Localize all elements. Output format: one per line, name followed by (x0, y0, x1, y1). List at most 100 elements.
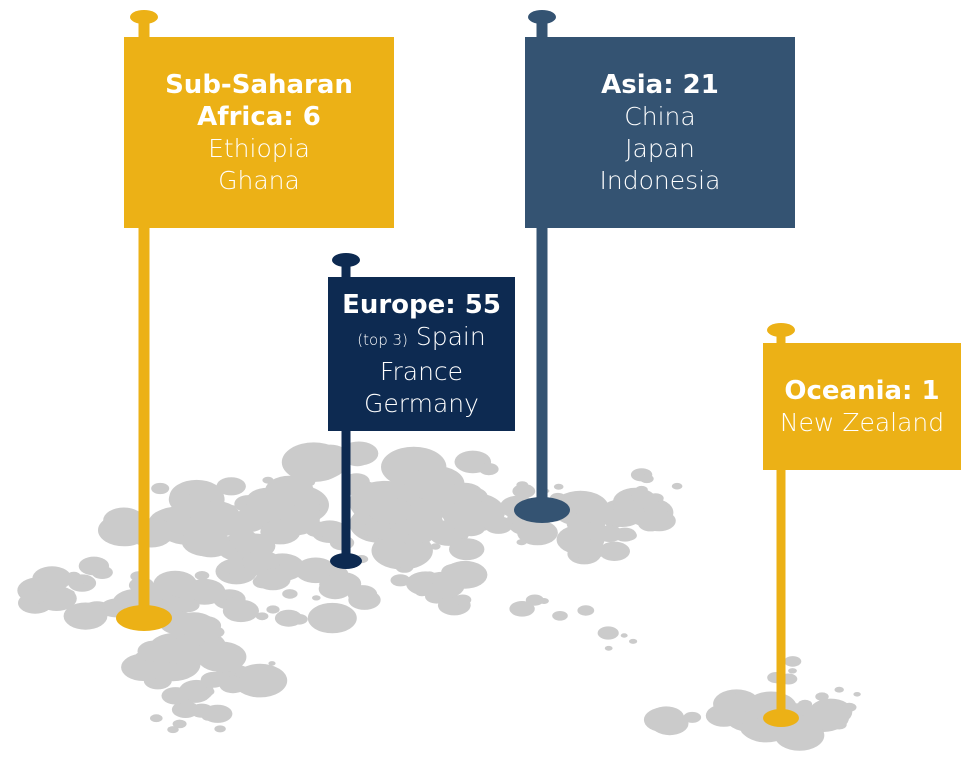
map-dot (282, 589, 298, 599)
asia-country-2: Japan (625, 133, 695, 163)
map-dot (323, 572, 362, 596)
map-dot (774, 720, 825, 751)
map-dot (194, 571, 210, 580)
pole-stick-africa (138, 17, 150, 618)
map-dot (307, 452, 345, 476)
map-dot (266, 605, 280, 614)
asia-country-3: Indonesia (599, 165, 721, 195)
pole-base-asia (514, 497, 570, 523)
map-dot (216, 477, 246, 496)
map-dot (629, 638, 638, 644)
map-dot (454, 594, 472, 606)
map-dot (597, 626, 619, 640)
map-dot (572, 539, 606, 560)
map-dot (312, 595, 321, 601)
map-dot (314, 504, 325, 511)
map-dot (623, 533, 631, 538)
pole-cap-asia (528, 10, 556, 24)
map-dot (137, 640, 172, 662)
europe-country-2: France (379, 356, 464, 386)
map-dot (517, 520, 558, 546)
europe-top3-prefix: (top 3) (357, 330, 408, 349)
map-dot (457, 518, 486, 537)
europe-country-1-row: (top 3) Spain (357, 321, 485, 356)
map-dot (346, 452, 369, 467)
map-dot (167, 726, 179, 734)
map-dot (242, 550, 281, 574)
map-dot (430, 543, 441, 550)
map-dot (390, 547, 424, 569)
map-dot (643, 707, 685, 733)
map-dot (307, 602, 357, 634)
map-dot (233, 663, 288, 698)
map-dot (635, 485, 648, 494)
map-dot (274, 609, 303, 627)
map-dot (390, 574, 411, 587)
map-dot (620, 494, 628, 499)
sign-asia: Asia: 21 China Japan Indonesia (525, 37, 795, 228)
map-dot (355, 517, 369, 526)
map-dot (205, 626, 225, 638)
map-dot (200, 671, 227, 688)
map-dot (479, 463, 499, 476)
pole-base-oceania (763, 709, 799, 727)
map-dot (604, 645, 613, 651)
map-dot (166, 595, 179, 604)
map-dot (199, 640, 223, 655)
pole-cap-africa (130, 10, 158, 24)
asia-title: Asia: 21 (601, 69, 719, 100)
map-dot (552, 611, 568, 621)
map-dot (784, 656, 802, 667)
europe-country-1: Spain (415, 321, 486, 351)
map-dot (447, 589, 459, 597)
map-dot (516, 539, 527, 546)
flag-pole-oceania (763, 323, 799, 727)
map-dot (577, 605, 595, 616)
map-dot (168, 659, 178, 665)
map-dot (177, 598, 200, 613)
map-dot (265, 475, 314, 506)
map-dot (509, 601, 535, 617)
map-dot (740, 718, 772, 739)
map-dot (671, 482, 683, 490)
map-dot (32, 590, 51, 602)
map-dot (612, 498, 639, 515)
map-dot (69, 576, 85, 586)
map-dot (449, 538, 485, 561)
map-dot (598, 541, 631, 561)
africa-title-line-2: Africa: 6 (197, 101, 321, 132)
pole-base-europe (330, 553, 362, 569)
map-dot (841, 702, 857, 712)
pole-stick-asia (536, 17, 548, 510)
map-dot (262, 476, 274, 484)
africa-country-1: Ethiopia (208, 133, 310, 163)
map-dot (683, 711, 702, 723)
map-dot (161, 687, 190, 705)
map-dot (705, 704, 742, 727)
map-dot (219, 676, 247, 694)
flag-pole-asia (514, 10, 570, 523)
map-dot (78, 556, 110, 576)
map-dot (130, 521, 173, 548)
map-dot (268, 661, 276, 666)
sign-africa: Sub-Saharan Africa: 6 Ethiopia Ghana (124, 37, 394, 228)
map-dot (586, 517, 593, 523)
africa-title-line-1: Sub-Saharan (165, 69, 353, 100)
map-dot (620, 633, 628, 638)
map-dot (834, 686, 844, 693)
map-dot (368, 497, 412, 524)
map-dot (226, 597, 238, 605)
map-dot (455, 479, 464, 485)
europe-country-3: Germany (364, 388, 479, 418)
map-dots (17, 441, 861, 751)
map-dot (176, 482, 197, 495)
map-dot (451, 498, 489, 522)
map-dot (66, 590, 75, 596)
map-dot (803, 703, 843, 729)
map-dot (304, 521, 330, 538)
map-dot (63, 602, 108, 630)
map-dot (232, 653, 246, 662)
map-dot (566, 511, 606, 536)
flag-pole-africa (116, 10, 172, 631)
pole-base-africa (116, 605, 172, 631)
